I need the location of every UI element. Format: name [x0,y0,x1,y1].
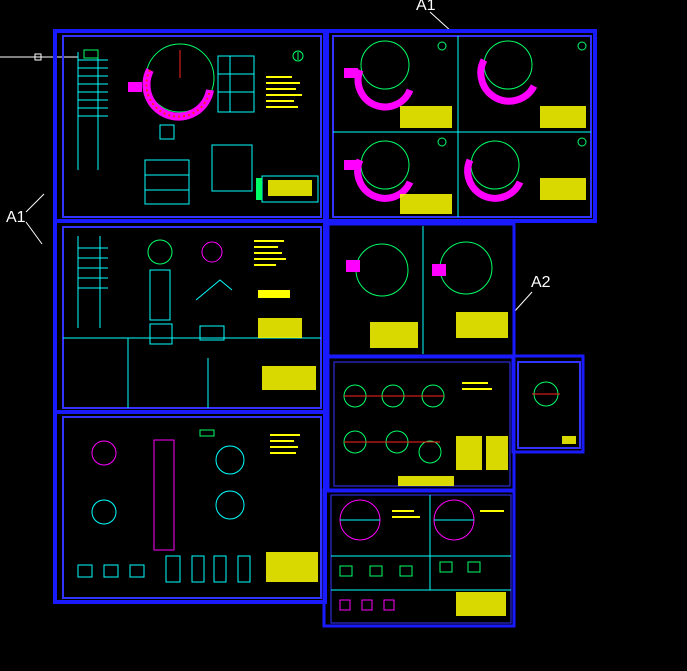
spiral-plan-4 [464,140,586,202]
stair-elevation [77,49,108,170]
drawing-sheet-3[interactable] [53,219,327,414]
notes-and-table [254,240,316,390]
title-block [256,175,319,203]
round-sections-accent [344,395,444,443]
stair-elevation-2 [77,236,108,328]
label-a1-left: A1 [6,209,26,226]
drawing-sheet-2[interactable] [325,29,597,223]
label-a1-top: A1 [416,0,436,14]
detail-row [77,555,251,583]
north-arrow-icon [437,41,587,147]
sheet-label-a1-top: A1 [416,0,453,33]
details-group [147,239,233,345]
drawing-sheet-7[interactable] [511,354,585,454]
north-arrow-icon [292,50,304,62]
tables-8 [392,510,506,616]
spiral-plan-1 [344,40,452,128]
spiral-plan-6 [432,241,508,338]
tables-6 [398,382,508,486]
small-details [339,561,481,611]
leader-pointer-icon [0,53,78,61]
spiral-plan-3 [344,140,452,214]
side-elevation [217,55,255,113]
spiral-plan-5 [346,243,418,348]
sheet-label-a2: A2 [513,274,551,313]
spiral-stair-plan [128,43,215,140]
drawing-sheet-4[interactable] [53,410,327,604]
notes-text [266,76,302,108]
sheet-label-a1-left: A1 [6,193,45,245]
drawing-sheet-8[interactable] [322,488,516,628]
notes-text-4 [266,434,318,582]
large-sections [339,499,475,541]
column-details [91,429,245,551]
section-detail [144,144,253,205]
label-a2: A2 [531,274,551,291]
spiral-plan-2 [477,40,586,128]
